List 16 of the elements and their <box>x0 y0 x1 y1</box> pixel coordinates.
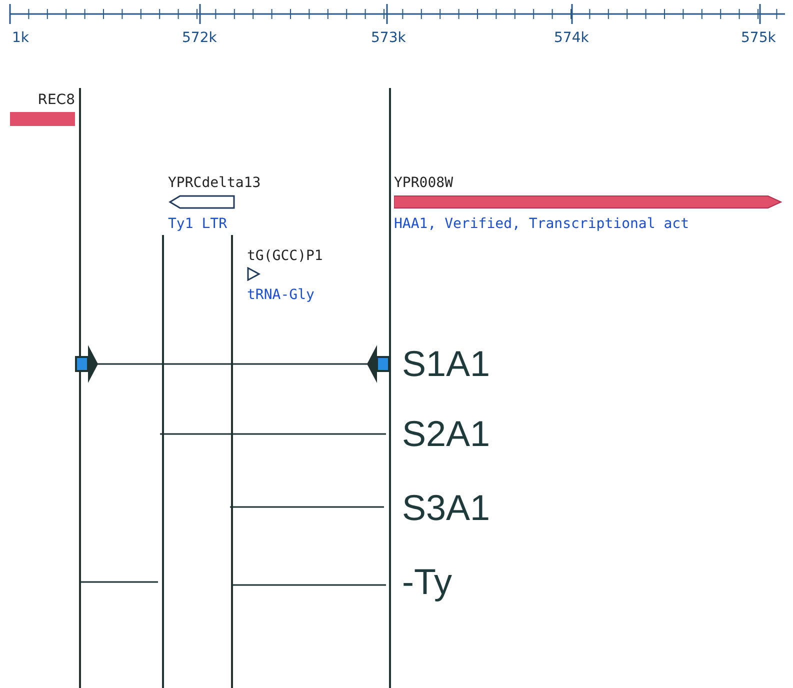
construct-label: S3A1 <box>402 488 490 528</box>
gene-description: HAA1, Verified, Transcriptional act <box>394 216 690 232</box>
construct-label: -Ty <box>402 562 452 602</box>
gene-name: tG(GCC)P1 <box>247 248 323 264</box>
gene-name: YPRCdelta13 <box>168 175 261 191</box>
axis-tick-label: 1k <box>12 30 30 46</box>
gene-description: tRNA-Gly <box>247 287 314 303</box>
gene-description: Ty1 LTR <box>168 216 228 232</box>
gene-name: YPR008W <box>394 175 454 191</box>
construct-label: S1A1 <box>402 344 490 384</box>
axis-tick-label: 574k <box>554 30 589 46</box>
axis-tick-label: 573k <box>371 30 406 46</box>
axis-tick-label: 575k <box>741 30 776 46</box>
gene-name: REC8 <box>36 92 75 108</box>
construct-label: S2A1 <box>402 414 490 454</box>
axis-tick-label: 572k <box>182 30 217 46</box>
